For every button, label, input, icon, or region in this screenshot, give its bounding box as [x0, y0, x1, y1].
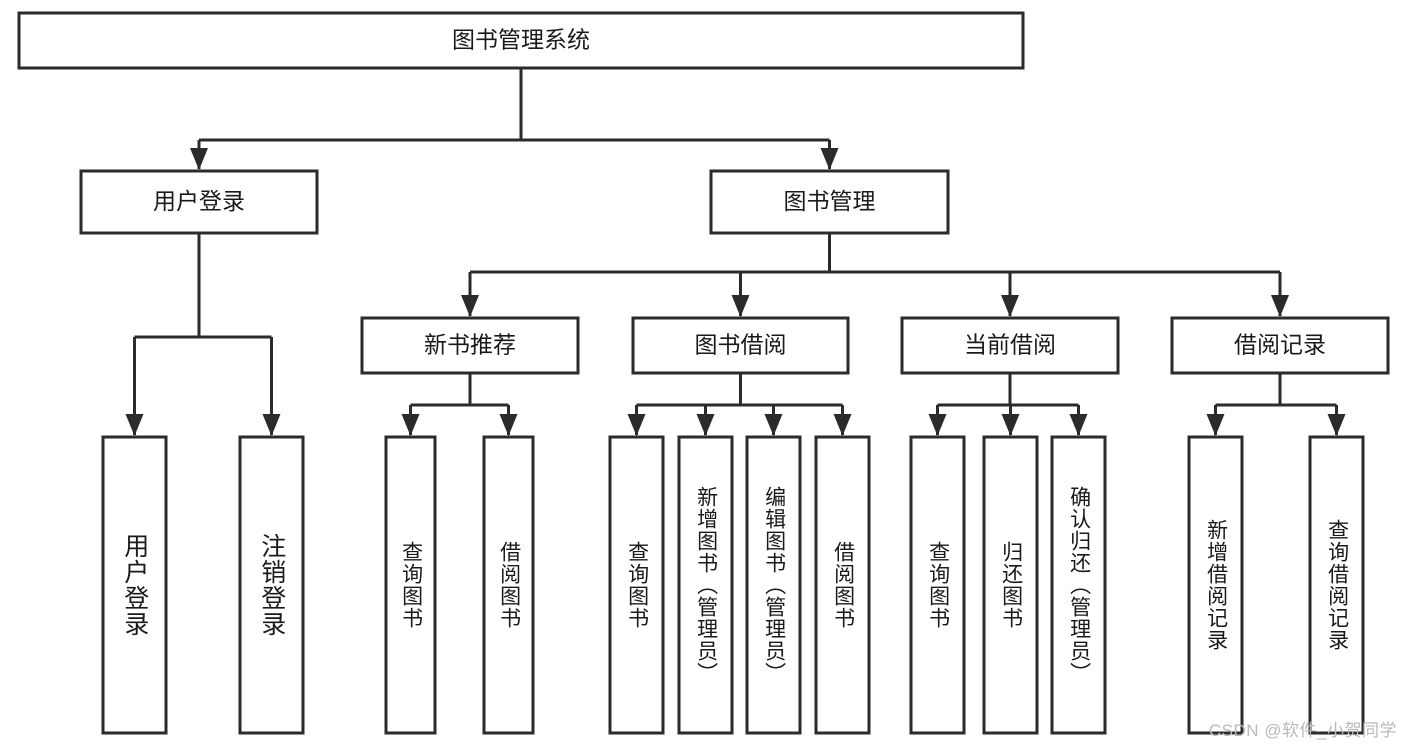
leaf-node-11[interactable] — [1187, 435, 1244, 735]
arrow-to-l3-0 — [461, 295, 479, 317]
arrow-to-leaf-8 — [928, 414, 947, 436]
level3-node-label-2: 当前借阅 — [964, 332, 1056, 358]
level2-node-label-0: 用户登录 — [153, 188, 245, 214]
leaf-node-rect[interactable] — [238, 435, 305, 735]
arrow-to-l3-2 — [1001, 295, 1019, 317]
arrow-to-leaf-12 — [1327, 414, 1346, 436]
leaf-node-7[interactable] — [814, 435, 871, 735]
leaf-node-rect[interactable] — [1187, 435, 1244, 735]
arrow-to-l3-1 — [731, 295, 750, 317]
arrow-to-leaf-6 — [764, 414, 783, 436]
leaf-node-rect[interactable] — [909, 435, 966, 735]
level3-node-label-1: 图书借阅 — [695, 332, 787, 358]
leaf-node-12[interactable] — [1308, 435, 1365, 735]
leaf-node-rect[interactable] — [101, 435, 168, 735]
leaf-node-rect[interactable] — [745, 435, 802, 735]
root-node[interactable] — [17, 11, 1025, 70]
leaf-node-rect[interactable] — [1050, 435, 1107, 735]
level2-node-label-1: 图书管理 — [784, 188, 876, 214]
leaf-node-2[interactable] — [384, 435, 437, 735]
arrow-to-leaf-1 — [262, 414, 281, 436]
arrow-to-leaf-2 — [401, 414, 420, 436]
level3-node-rect[interactable] — [900, 316, 1120, 375]
arrow-to-leaf-9 — [1001, 414, 1020, 436]
level3-node-0[interactable] — [360, 316, 580, 375]
leaf-node-rect[interactable] — [677, 435, 734, 735]
arrow-to-l3-3 — [1271, 295, 1289, 317]
arrow-to-leaf-10 — [1069, 414, 1088, 436]
level2-node-rect[interactable] — [709, 169, 950, 235]
level3-node-2[interactable] — [900, 316, 1120, 375]
arrow-to-leaf-4 — [627, 414, 646, 436]
leaf-node-rect[interactable] — [384, 435, 437, 735]
arrow-to-l2-1 — [820, 148, 839, 170]
watermark-credit: CSDN @软件_小贺同学 — [1208, 721, 1397, 740]
arrow-to-leaf-3 — [499, 414, 518, 436]
arrow-to-leaf-0 — [125, 414, 144, 436]
root-node-rect[interactable] — [17, 11, 1025, 70]
leaf-node-rect[interactable] — [608, 435, 665, 735]
leaf-node-5[interactable] — [677, 435, 734, 735]
leaf-node-rect[interactable] — [1308, 435, 1365, 735]
leaf-node-rect[interactable] — [982, 435, 1039, 735]
level3-node-label-3: 借阅记录 — [1234, 332, 1326, 358]
level3-node-1[interactable] — [631, 316, 850, 375]
connectors-layer — [125, 68, 1346, 436]
leaf-node-0[interactable] — [101, 435, 168, 735]
leaf-node-1[interactable] — [238, 435, 305, 735]
leaf-node-9[interactable] — [982, 435, 1039, 735]
level3-node-rect[interactable] — [1170, 316, 1390, 375]
leaf-node-10[interactable] — [1050, 435, 1107, 735]
arrow-to-leaf-7 — [833, 414, 852, 436]
boxes-layer — [17, 11, 1390, 735]
level2-node-rect[interactable] — [79, 169, 319, 235]
leaf-node-rect[interactable] — [814, 435, 871, 735]
leaf-node-3[interactable] — [482, 435, 535, 735]
root-node-label: 图书管理系统 — [452, 27, 590, 53]
level3-node-rect[interactable] — [631, 316, 850, 375]
level2-node-0[interactable] — [79, 169, 319, 235]
level3-node-rect[interactable] — [360, 316, 580, 375]
leaf-node-rect[interactable] — [482, 435, 535, 735]
level3-node-3[interactable] — [1170, 316, 1390, 375]
arrow-to-leaf-11 — [1206, 414, 1225, 436]
leaf-node-8[interactable] — [909, 435, 966, 735]
level3-node-label-0: 新书推荐 — [424, 332, 516, 358]
leaf-node-4[interactable] — [608, 435, 665, 735]
level2-node-1[interactable] — [709, 169, 950, 235]
arrow-to-leaf-5 — [696, 414, 715, 436]
leaf-node-6[interactable] — [745, 435, 802, 735]
arrow-to-l2-0 — [190, 148, 208, 170]
